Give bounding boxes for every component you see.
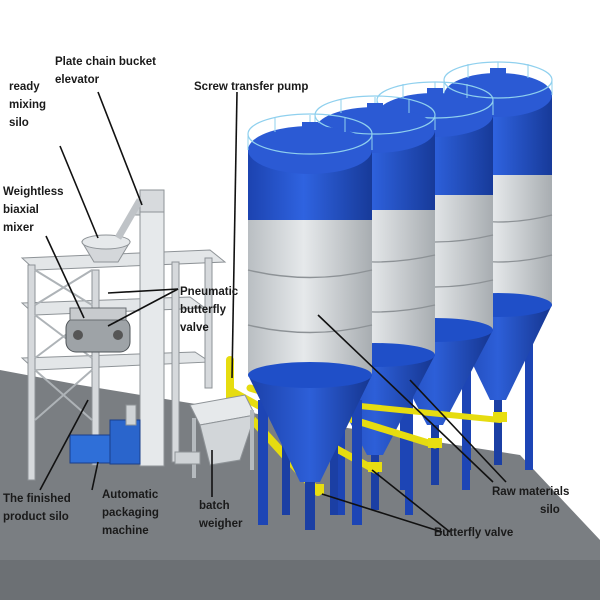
label-line: Plate chain bucket	[55, 56, 156, 68]
label-line: silo	[540, 504, 560, 516]
label-batch-weigher: batch weigher	[199, 497, 242, 533]
label-line: mixing	[9, 99, 47, 111]
label-ready-mixing-silo: ready mixing silo	[9, 78, 46, 132]
label-line: silo	[9, 117, 29, 129]
finished-product-silo-and-packer	[69, 404, 141, 465]
label-line: batch	[199, 500, 230, 512]
label-screw-transfer-pump: Screw transfer pump	[194, 78, 308, 96]
label-line: Automatic	[102, 489, 159, 501]
label-line: butterfly	[180, 304, 226, 316]
label-line: Pneumatic	[180, 286, 239, 298]
label-butterfly-valve: Butterfly valve	[434, 524, 513, 542]
batch-weigher	[174, 394, 256, 478]
plate-chain-bucket-elevator	[114, 189, 165, 467]
label-line: elevator	[55, 74, 100, 86]
label-finished-product-silo: The finished product silo	[3, 490, 71, 526]
label-line: biaxial	[3, 204, 39, 216]
label-raw-materials-silo: Raw materials silo	[492, 483, 569, 519]
label-plate-chain-bucket-elevator: Plate chain bucket elevator	[55, 53, 156, 89]
label-line: packaging	[102, 507, 159, 519]
label-line: The finished	[3, 493, 71, 505]
label-line: weigher	[199, 518, 243, 530]
label-weightless-biaxial-mixer: Weightless biaxial mixer	[3, 183, 64, 237]
label-line: Raw materials	[492, 486, 570, 498]
label-line: Screw transfer pump	[194, 81, 309, 93]
label-line: mixer	[3, 222, 34, 234]
label-line: valve	[180, 322, 209, 334]
label-line: ready	[9, 81, 40, 93]
label-line: product silo	[3, 511, 69, 523]
label-line: machine	[102, 525, 149, 537]
label-line: Weightless	[3, 186, 64, 198]
butterfly-valves	[310, 412, 507, 494]
label-line: Butterfly valve	[434, 527, 514, 539]
raw-materials-silo-1	[247, 113, 373, 530]
ground-front-edge	[0, 560, 600, 600]
weightless-biaxial-mixer	[65, 307, 131, 353]
leader-lines	[39, 91, 507, 533]
label-automatic-packaging-machine: Automatic packaging machine	[102, 486, 159, 540]
mixing-tower-structure	[20, 249, 227, 481]
label-pneumatic-butterfly-valve: Pneumatic butterfly valve	[180, 283, 238, 337]
ready-mixing-silo	[81, 234, 131, 263]
